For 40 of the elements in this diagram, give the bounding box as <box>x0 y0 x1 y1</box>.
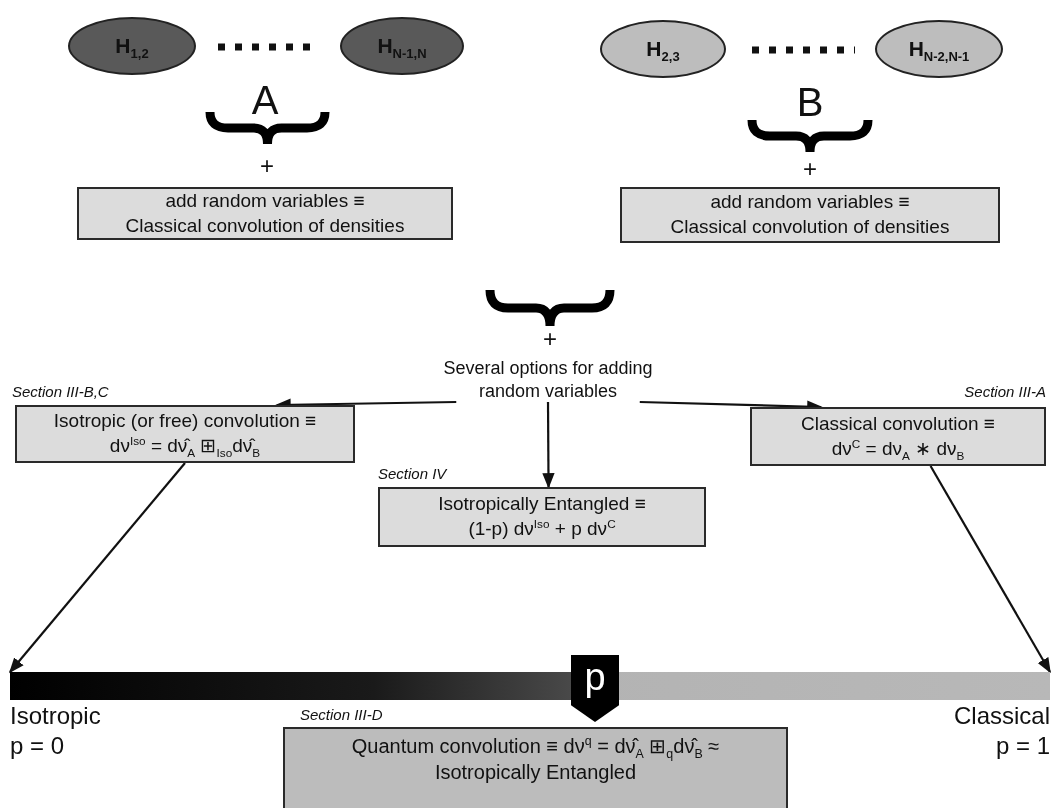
slider-marker: p <box>571 655 619 722</box>
node-text: Isotropic (or free) convolution ≡ <box>53 409 317 434</box>
section-label: Section III-B,C <box>12 383 109 400</box>
arrow <box>9 462 186 674</box>
arrow <box>542 402 555 489</box>
plus-sign: + <box>260 153 274 180</box>
node-text: add random variables ≡ <box>710 190 910 215</box>
scale-label: p = 0 <box>10 733 65 760</box>
scale-label: Classical <box>953 703 1050 730</box>
node-text: add random variables ≡ <box>165 188 365 213</box>
brace-label: A <box>251 78 279 122</box>
section-label: Section IV <box>378 465 447 482</box>
node-text: Isotropically Entangled ≡ <box>438 492 646 517</box>
node-text: Quantum convolution ≡ dν$^{q}$ = dν̂$_{A}$ ⊞$_{q}$dν̂$_{B}$ ≈ <box>351 733 720 759</box>
process-box <box>283 727 788 808</box>
node-text: dν$^{C}$ = dν$_{A}$ ∗ dν$_{B}$ <box>831 436 965 462</box>
plus-sign: + <box>543 326 557 353</box>
node-text: Classical convolution of densities <box>125 213 405 238</box>
arrow <box>929 465 1051 674</box>
process-box <box>378 487 706 547</box>
node-label: H$_{1,2}$ <box>115 33 149 60</box>
node-text: Classical convolution of densities <box>670 215 950 239</box>
node-label: H$_{N-1,N}$ <box>377 33 427 60</box>
scale-label: p = 1 <box>995 733 1050 760</box>
brace-label: B <box>796 80 824 124</box>
node-label: H$_{N-2,N-1}$ <box>908 36 970 63</box>
plus-sign: + <box>803 156 817 183</box>
process-box <box>77 187 453 240</box>
node-text: Several options for adding random variables <box>442 356 654 403</box>
process-box <box>15 405 355 463</box>
node-text: (1-p) dν$^{Iso}$ + p dν$^{C}$ <box>468 517 616 541</box>
process-box <box>750 407 1046 466</box>
scale-label: Isotropic <box>10 703 101 730</box>
section-label: Section III-D <box>300 706 383 723</box>
node-text: dν$^{Iso}$ = dν̂$_{A}$ ⊞$_{Iso}$dν̂$_{B}$ <box>109 434 261 459</box>
section-label: Section III-A <box>964 383 1046 400</box>
process-box <box>620 187 1000 243</box>
node-label: H$_{2,3}$ <box>646 36 680 63</box>
node-text: Isotropically Entangled <box>434 760 637 785</box>
node-text: Classical convolution ≡ <box>801 411 995 436</box>
